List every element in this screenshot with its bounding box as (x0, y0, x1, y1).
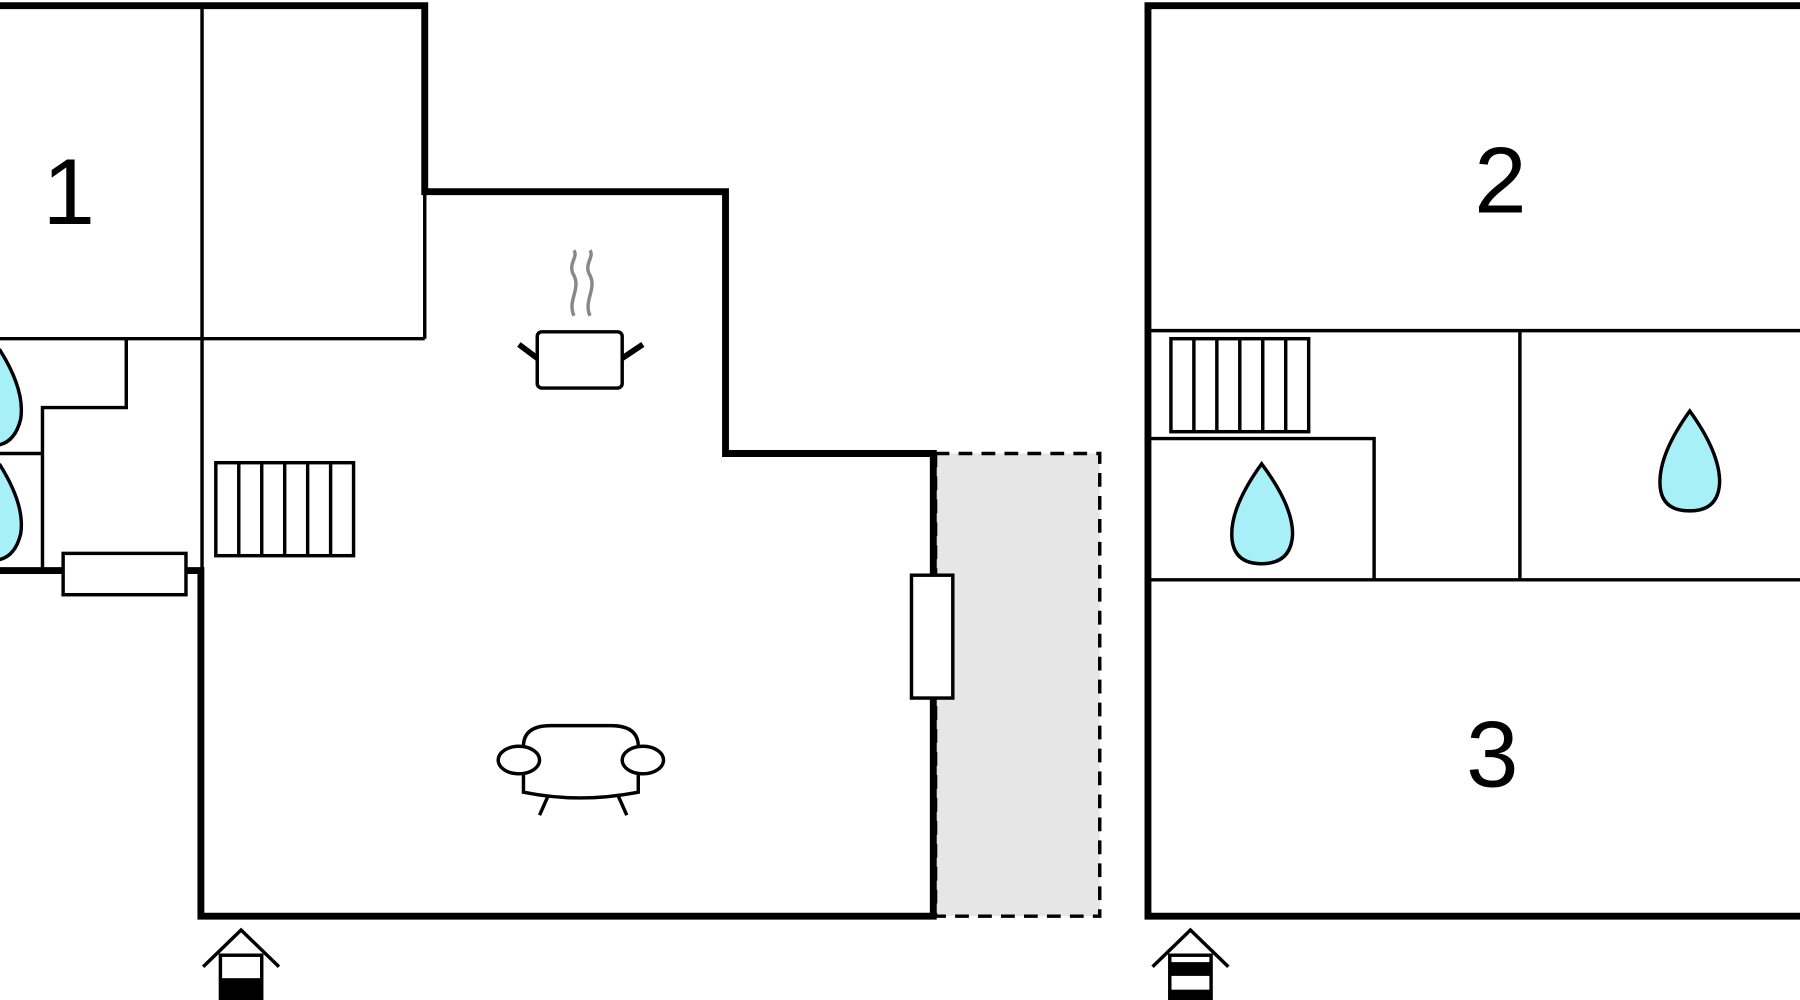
entrance-icon (1151, 927, 1230, 1000)
left-building: 1 (0, 2, 955, 920)
sofa-icon (496, 723, 666, 816)
outer-wall (0, 2, 937, 920)
wall (1147, 436, 1376, 580)
stairs-icon (214, 460, 356, 558)
water-drop-icon (1658, 408, 1722, 513)
water-drop-icon (0, 463, 24, 562)
outer-wall (1144, 2, 1800, 920)
terrace (933, 451, 1102, 918)
entrance-icon (201, 927, 281, 1000)
stairs-icon (1169, 336, 1311, 434)
window (61, 551, 188, 597)
room-label-3: 3 (1466, 701, 1518, 806)
kitchen-pot-icon (517, 249, 645, 390)
room-label-2: 2 (1474, 127, 1526, 232)
room-label-1: 1 (43, 139, 95, 244)
right-building: 2 3 (1144, 2, 1800, 920)
water-drop-icon (0, 348, 24, 447)
wall (40, 338, 128, 571)
door (909, 573, 955, 700)
water-drop-icon (1230, 460, 1295, 566)
